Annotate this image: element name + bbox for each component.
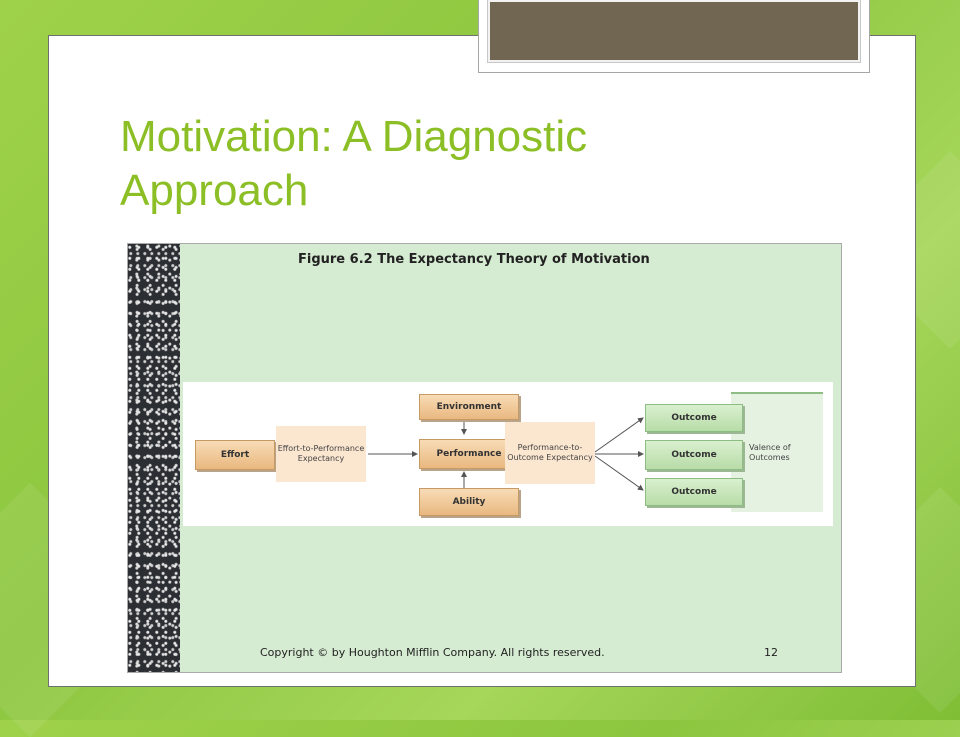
figure-image: Figure 6.2 The Expectancy Theory of Moti… <box>127 243 842 673</box>
arrow-to-outcome-3 <box>594 455 644 491</box>
performance-to-outcome-label: Performance-to-Outcome Expectancy <box>505 422 595 484</box>
effort-box: Effort <box>195 440 275 470</box>
valence-of-outcomes-panel: Valence of Outcomes <box>731 392 823 512</box>
arrow-to-outcome-1 <box>594 417 644 453</box>
effort-to-performance-label: Effort-to-Performance Expectancy <box>276 426 366 482</box>
slide-header-tab-fill <box>487 0 861 63</box>
slide-title: Motivation: A Diagnostic Approach <box>120 112 588 215</box>
diagram-panel: Effort Effort-to-Performance Expectancy … <box>183 382 833 526</box>
outcome-box-1: Outcome <box>645 404 743 432</box>
environment-box: Environment <box>419 394 519 420</box>
diagram-connectors <box>368 417 644 491</box>
outcome-box-2: Outcome <box>645 440 743 470</box>
performance-box: Performance <box>419 439 519 469</box>
outcome-box-3: Outcome <box>645 478 743 506</box>
figure-page-number: 12 <box>764 646 778 659</box>
figure-copyright: Copyright © by Houghton Mifflin Company.… <box>260 646 605 659</box>
ability-box: Ability <box>419 488 519 516</box>
figure-title: Figure 6.2 The Expectancy Theory of Moti… <box>298 252 650 267</box>
figure-decorative-strip <box>128 244 180 672</box>
